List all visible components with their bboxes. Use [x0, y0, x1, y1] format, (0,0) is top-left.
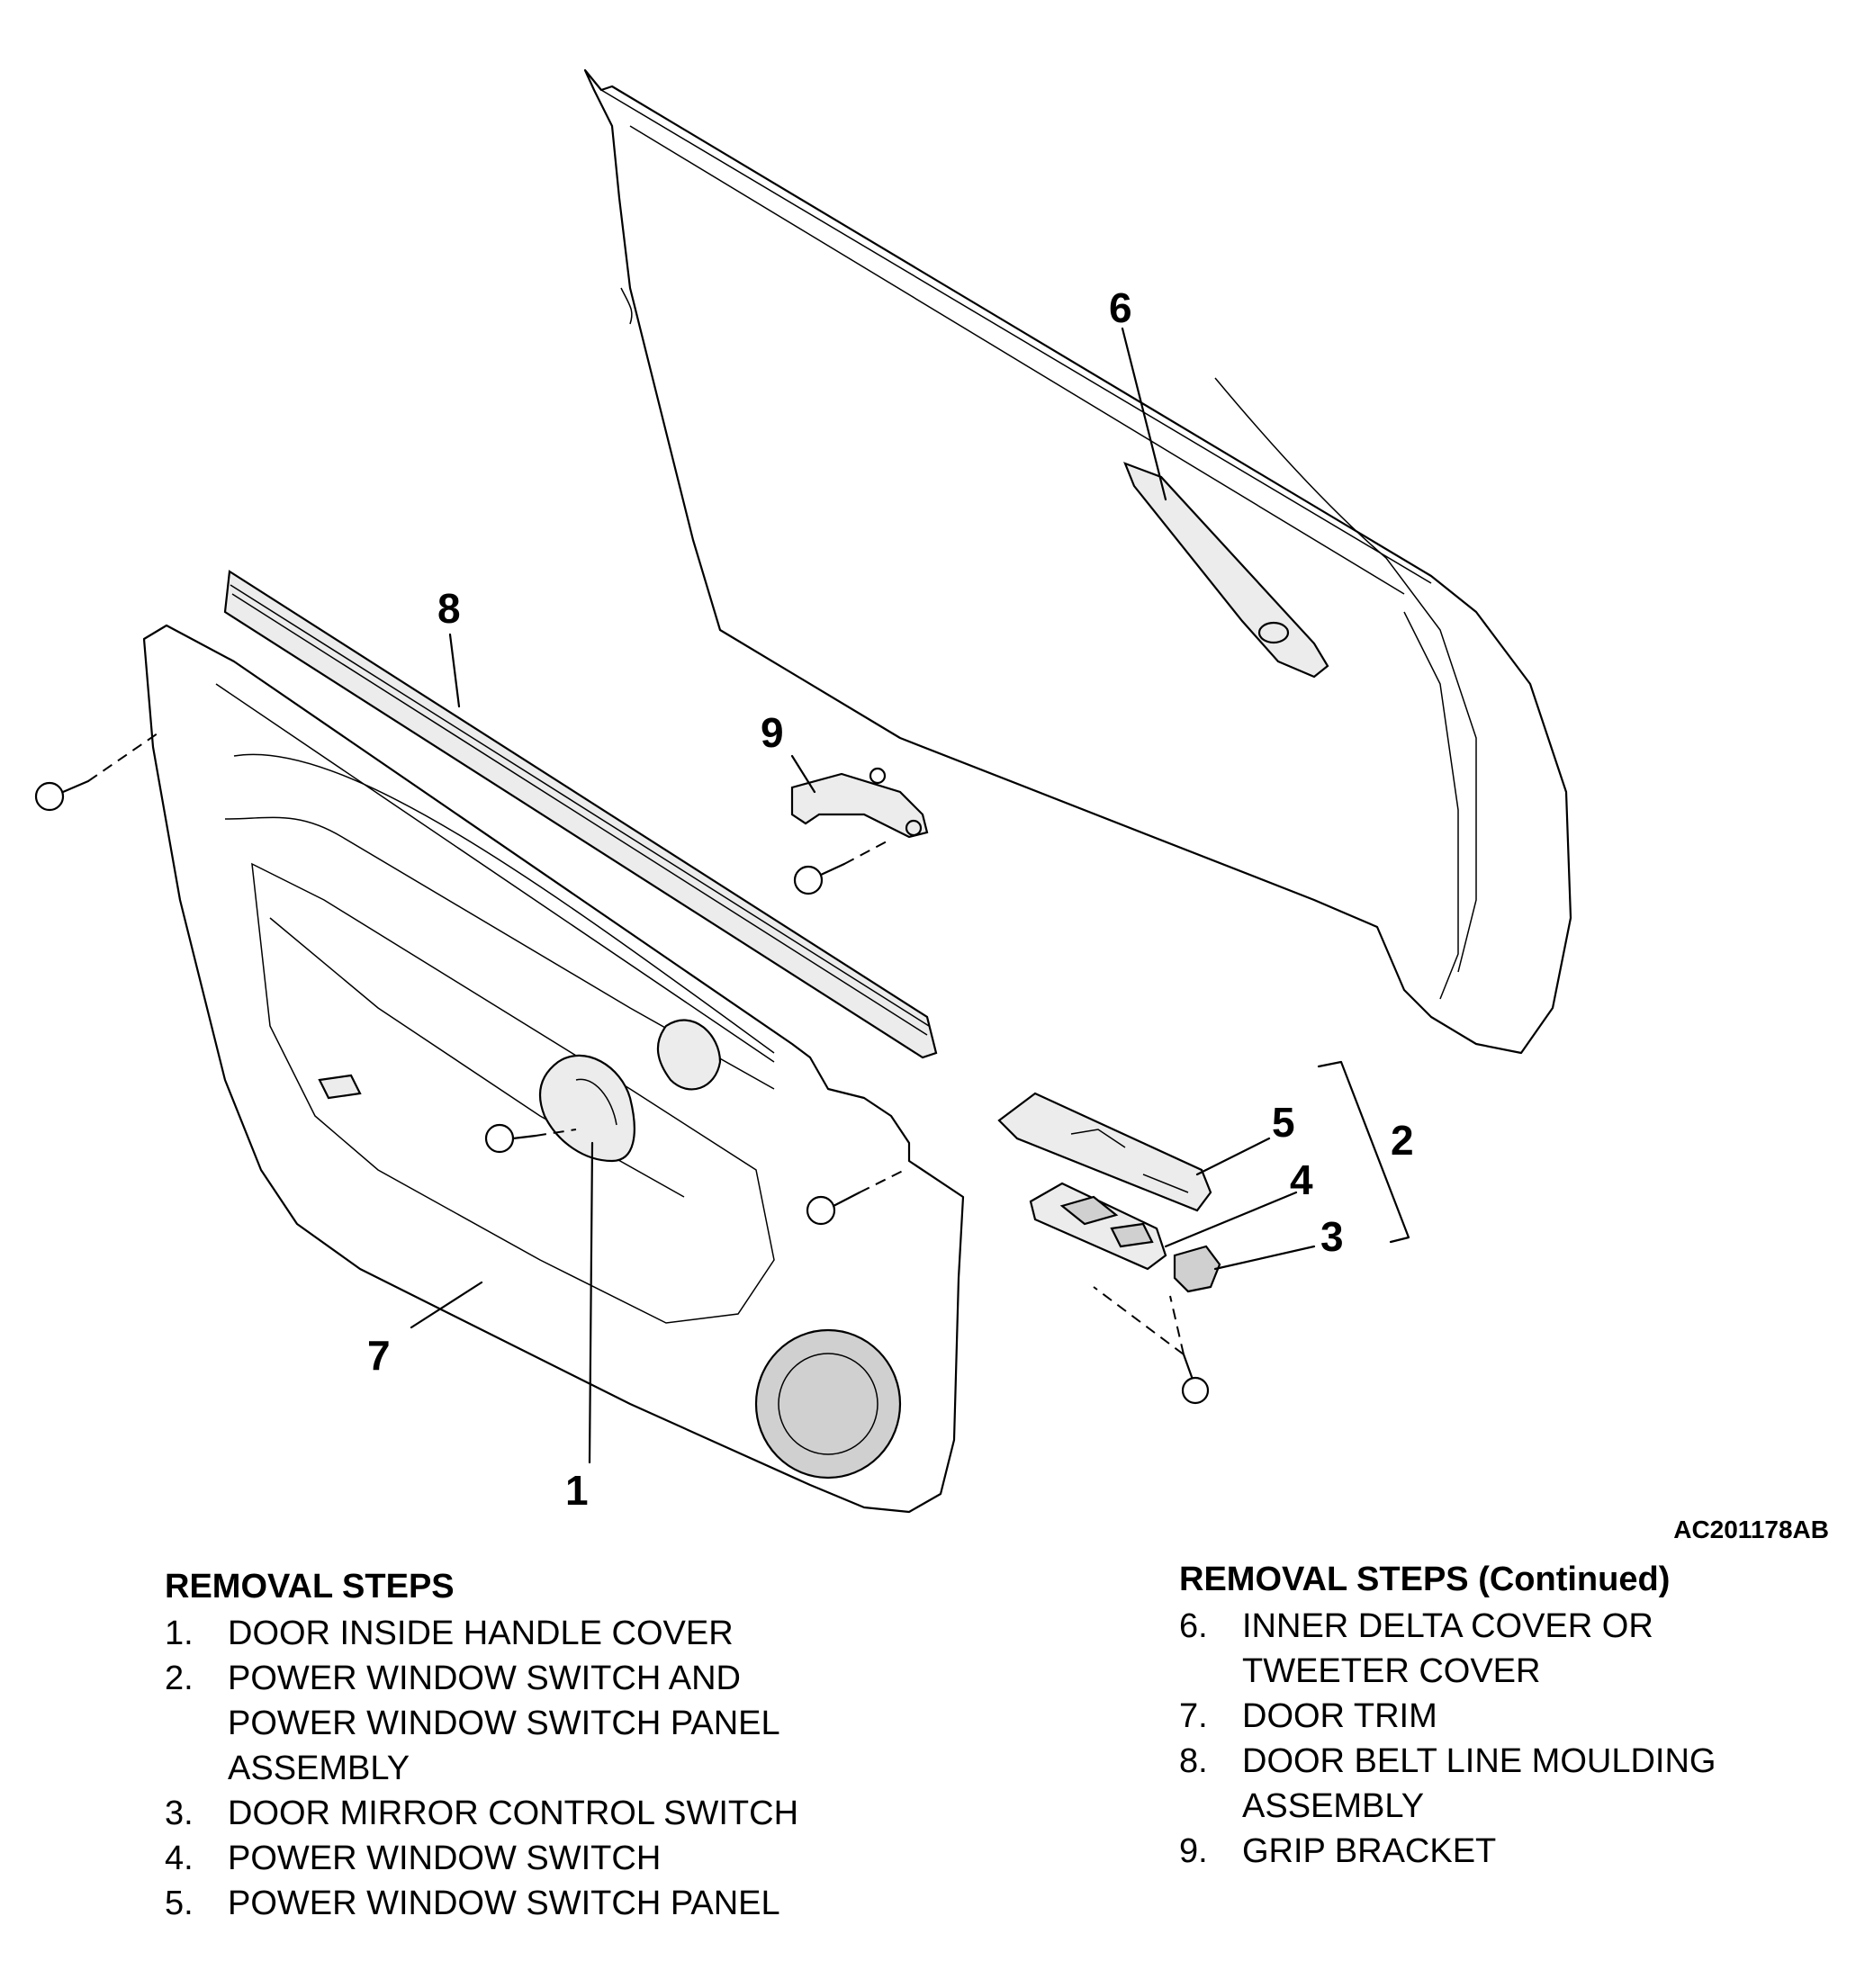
mirror-control-switch [1173, 1245, 1221, 1293]
window-switch-panel [997, 1092, 1212, 1212]
step-item: 5. POWER WINDOW SWITCH PANEL [165, 1881, 903, 1926]
inner-delta-cover [1123, 462, 1329, 679]
grip-bracket [790, 767, 929, 839]
step-number: 4. [165, 1840, 194, 1877]
belt-line-moulding [223, 570, 938, 1059]
callout-3: 3 [1320, 1213, 1344, 1260]
step-text: DOOR MIRROR CONTROL SWITCH [228, 1795, 799, 1832]
step-number: 7. [1179, 1697, 1208, 1735]
callout-1: 1 [565, 1467, 589, 1514]
step-text: POWER WINDOW SWITCH [228, 1840, 662, 1877]
screw-upper-left [34, 733, 158, 812]
screw-trim-right [806, 1169, 905, 1226]
step-number: 1. [165, 1615, 194, 1652]
step-number: 9. [1179, 1832, 1208, 1870]
removal-steps-list: REMOVAL STEPS 1. DOOR INSIDE HANDLE COVE… [165, 1564, 903, 1926]
step-item: 1. DOOR INSIDE HANDLE COVER [165, 1611, 903, 1656]
callout-5: 5 [1272, 1099, 1295, 1146]
step-text: POWER WINDOW SWITCH PANEL [228, 1885, 780, 1922]
step-number: 2. [165, 1660, 194, 1697]
power-window-switch [1029, 1182, 1167, 1271]
leader-lines [410, 327, 1410, 1464]
callout-8: 8 [437, 585, 461, 632]
step-item: 3. DOOR MIRROR CONTROL SWITCH [165, 1791, 903, 1836]
step-text: DOOR INSIDE HANDLE COVER [228, 1615, 734, 1652]
screw-bracket [793, 841, 887, 895]
callout-6: 6 [1109, 284, 1132, 331]
steps-heading: REMOVAL STEPS [165, 1568, 455, 1606]
callout-2: 2 [1391, 1117, 1414, 1164]
step-number: 8. [1179, 1742, 1208, 1780]
steps-heading-continued: REMOVAL STEPS (Continued) [1179, 1561, 1671, 1598]
removal-steps-continued-list: REMOVAL STEPS (Continued) 6. INNER DELTA… [1179, 1557, 1827, 1874]
screw-handle [484, 1123, 577, 1154]
door-inner-panel [583, 68, 1572, 1055]
screw-switch [1093, 1286, 1210, 1405]
step-text: DOOR TRIM [1242, 1697, 1437, 1735]
step-number: 3. [165, 1795, 194, 1832]
step-item: 9. GRIP BRACKET [1179, 1829, 1827, 1874]
inside-handle-cover [538, 1054, 635, 1163]
figure-id: AC201178AB [1673, 1516, 1829, 1543]
exploded-door-trim-diagram: 1 2 3 4 5 6 7 8 9 [34, 68, 1572, 1514]
step-text: GRIP BRACKET [1242, 1832, 1497, 1870]
step-item: 4. POWER WINDOW SWITCH [165, 1836, 903, 1881]
callout-4: 4 [1290, 1156, 1313, 1203]
step-number: 6. [1179, 1607, 1208, 1645]
step-number: 5. [165, 1885, 194, 1922]
callout-7: 7 [367, 1332, 391, 1379]
step-item: 7. DOOR TRIM [1179, 1694, 1827, 1739]
callout-9: 9 [761, 709, 784, 756]
